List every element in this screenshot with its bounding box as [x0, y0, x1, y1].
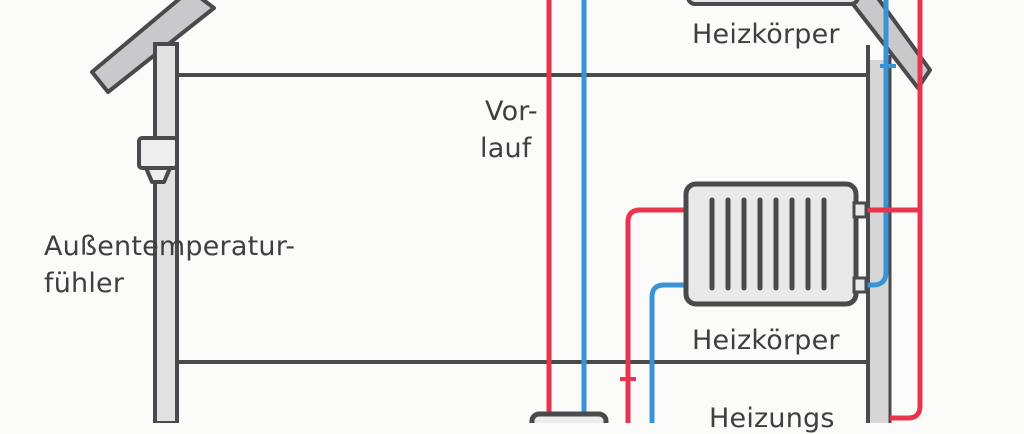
radiator-supply-branch [625, 207, 686, 423]
right-return-riser [858, 0, 889, 288]
right-supply-riser [890, 0, 923, 421]
heating-diagram: Heizkörper Vor- lauf Außentemperatur- fü… [44, 0, 932, 434]
diagram-drawing [90, 0, 932, 423]
label-vorlauf-line2: lauf [480, 133, 532, 164]
label-sensor-line1: Außentemperatur- [44, 231, 296, 262]
label-sensor-line2: fühler [44, 268, 125, 299]
top-radiator [686, 0, 860, 6]
outdoor-sensor [137, 136, 179, 184]
roof-right [847, 0, 932, 90]
label-vorlauf-line1: Vor- [485, 96, 538, 127]
label-heizkoerper-top: Heizkörper [692, 19, 840, 50]
label-heizkoerper-mid: Heizkörper [692, 325, 840, 356]
label-heizungs: Heizungs [709, 403, 835, 434]
radiator-return-branch [649, 282, 686, 423]
middle-radiator [683, 181, 868, 307]
boiler-unit [529, 411, 609, 423]
